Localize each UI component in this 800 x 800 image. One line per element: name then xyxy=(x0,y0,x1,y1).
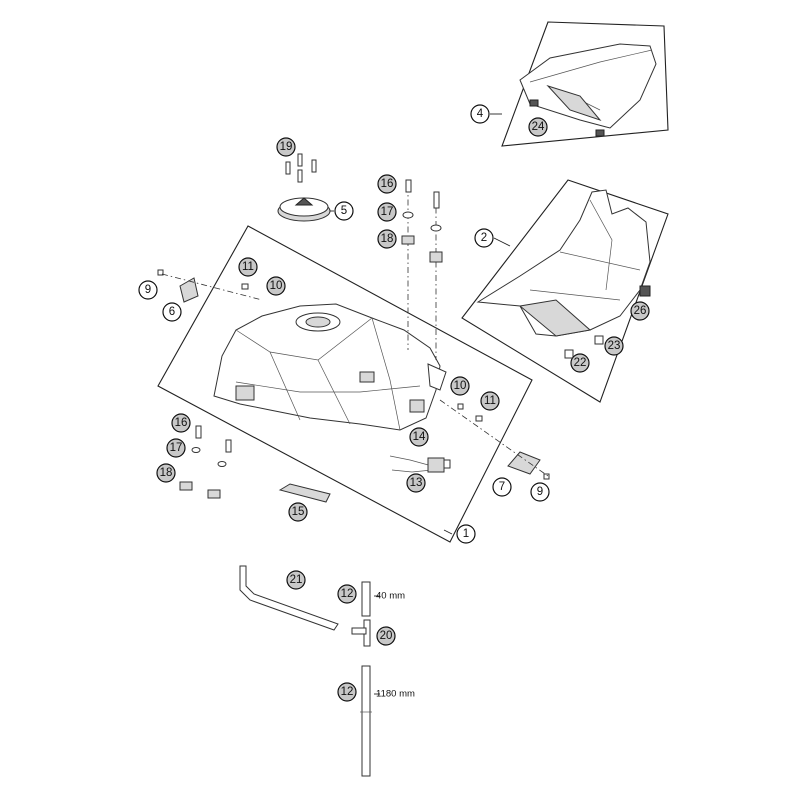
fuel-tank-group-frame xyxy=(157,225,533,543)
svg-text:23: 23 xyxy=(608,340,621,352)
svg-text:17: 17 xyxy=(381,206,394,218)
callout-16-lower: 16 xyxy=(171,413,191,433)
svg-text:20: 20 xyxy=(380,630,393,642)
svg-text:16: 16 xyxy=(175,417,188,429)
callout-15: 15 xyxy=(288,502,308,522)
rider-seat xyxy=(476,189,651,359)
svg-text:13: 13 xyxy=(410,477,423,489)
callout-10-lower: 10 xyxy=(450,376,470,396)
svg-text:9: 9 xyxy=(537,486,543,498)
svg-text:10: 10 xyxy=(270,280,283,292)
callout-18-lower: 18 xyxy=(156,463,176,483)
callout-4: 4 xyxy=(470,104,490,124)
long-hose-length: 1180 mm xyxy=(376,689,415,700)
short-hose-length: 40 mm xyxy=(376,591,405,602)
callout-17-lower: 17 xyxy=(166,438,186,458)
svg-text:18: 18 xyxy=(381,233,394,245)
callout-14: 14 xyxy=(409,427,429,447)
fuel-pump-connector xyxy=(389,455,451,473)
left-trim-bracket xyxy=(157,269,263,303)
callout-21: 21 xyxy=(286,570,306,590)
t-connector-20 xyxy=(351,619,371,647)
breather-hose-21 xyxy=(239,565,339,631)
callout-6: 6 xyxy=(162,302,182,322)
cap-bolts xyxy=(285,153,317,183)
svg-text:14: 14 xyxy=(413,431,426,443)
callout-12-short: 12 xyxy=(337,584,357,604)
callout-1: 1 xyxy=(456,524,476,544)
callout-11-lower: 11 xyxy=(480,391,500,411)
callout-19: 19 xyxy=(276,137,296,157)
hose-12-long xyxy=(360,665,372,777)
right-trim-bracket xyxy=(439,399,550,480)
callout-17-upper: 17 xyxy=(377,202,397,222)
svg-text:15: 15 xyxy=(292,506,305,518)
svg-text:12: 12 xyxy=(341,686,354,698)
callout-10-upper: 10 xyxy=(266,276,286,296)
tank-underside-cover xyxy=(278,483,331,503)
svg-text:18: 18 xyxy=(160,467,173,479)
svg-text:24: 24 xyxy=(532,121,545,133)
callout-2: 2 xyxy=(474,228,494,248)
fuel-tank xyxy=(213,303,447,431)
callout-12-long: 12 xyxy=(337,682,357,702)
callout-9-left: 9 xyxy=(138,280,158,300)
svg-text:1: 1 xyxy=(463,528,469,540)
svg-text:11: 11 xyxy=(484,395,496,407)
hose-12-short xyxy=(361,581,371,617)
callout-9-right: 9 xyxy=(530,482,550,502)
passenger-seat xyxy=(519,43,657,137)
callout-26: 26 xyxy=(630,301,650,321)
callout-24: 24 xyxy=(528,117,548,137)
callout-23: 23 xyxy=(604,336,624,356)
fuel-cap xyxy=(277,197,331,222)
callout-20: 20 xyxy=(376,626,396,646)
svg-text:22: 22 xyxy=(574,357,587,369)
svg-text:2: 2 xyxy=(481,232,487,244)
leader-lines xyxy=(330,113,511,695)
tank-mount-studs xyxy=(401,179,443,360)
callout-22: 22 xyxy=(570,353,590,373)
svg-text:6: 6 xyxy=(169,306,175,318)
svg-text:5: 5 xyxy=(341,205,347,217)
svg-text:26: 26 xyxy=(634,305,647,317)
svg-text:9: 9 xyxy=(145,284,151,296)
passenger-seat-group-frame xyxy=(501,21,669,147)
svg-text:7: 7 xyxy=(499,481,505,493)
callout-5: 5 xyxy=(334,201,354,221)
svg-text:21: 21 xyxy=(290,574,303,586)
rider-seat-group-frame xyxy=(461,179,669,403)
callout-16-upper: 16 xyxy=(377,174,397,194)
svg-text:10: 10 xyxy=(454,380,467,392)
svg-text:11: 11 xyxy=(242,261,254,273)
svg-text:16: 16 xyxy=(381,178,394,190)
callout-18-upper: 18 xyxy=(377,229,397,249)
callout-7: 7 xyxy=(492,477,512,497)
svg-text:17: 17 xyxy=(170,442,183,454)
svg-text:19: 19 xyxy=(280,141,293,153)
callout-13: 13 xyxy=(406,473,426,493)
svg-text:12: 12 xyxy=(341,588,354,600)
lower-fasteners xyxy=(179,425,232,499)
callout-11-upper: 11 xyxy=(238,257,258,277)
svg-text:4: 4 xyxy=(477,108,484,120)
